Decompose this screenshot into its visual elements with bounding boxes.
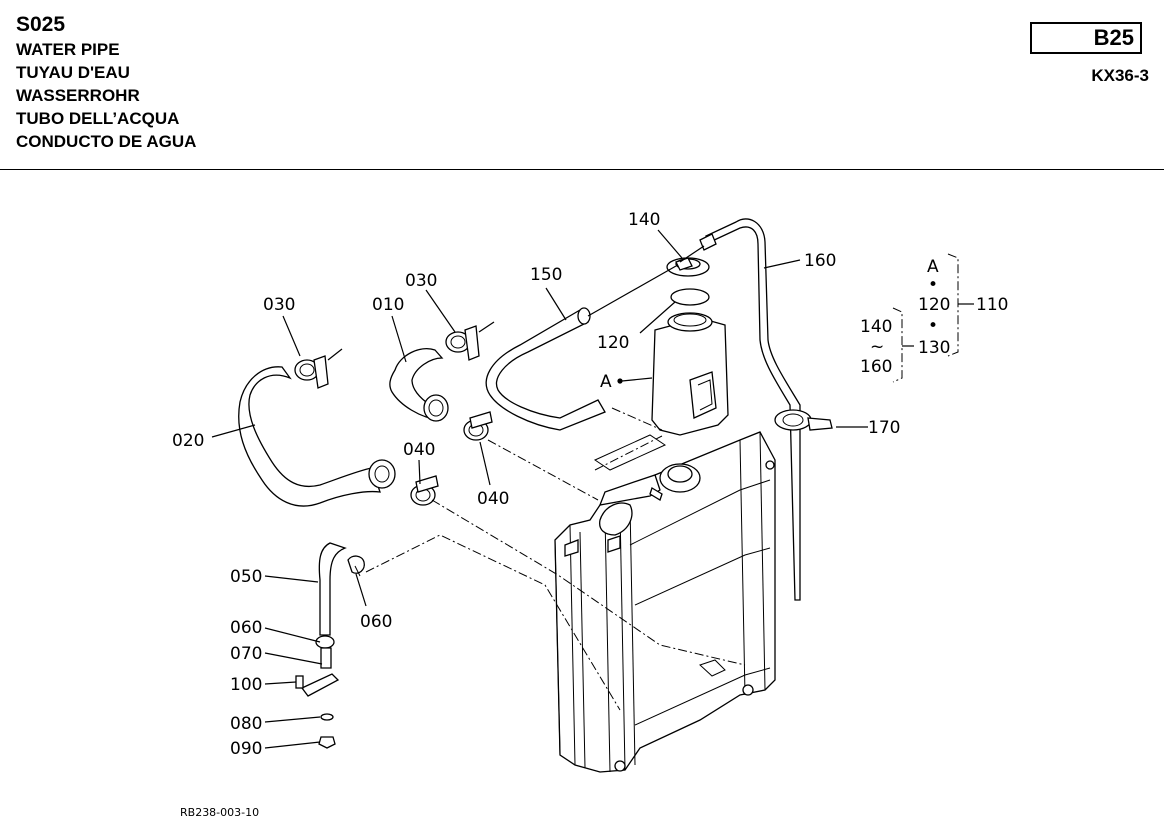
section-code: S025 (16, 13, 66, 36)
assembly-130: 130 (918, 338, 950, 358)
assembly-dot-2: • (928, 316, 938, 336)
fittings-060-100 (295, 635, 340, 749)
assembly-tilde: ~ (870, 337, 884, 357)
callout-ref-a: A (600, 372, 612, 392)
callout-090: 090 (230, 739, 262, 759)
callout-080: 080 (230, 714, 262, 734)
assembly-120: 120 (918, 295, 950, 315)
overflow-pipe-160 (679, 218, 801, 601)
assembly-bracket: A • 120 • 130 110 140 ~ 160 (860, 253, 1008, 383)
assembly-a: A (927, 257, 939, 277)
callout-030-right: 030 (405, 271, 437, 291)
callout-labels: 140 150 120 A 160 170 030 010 030 020 04… (172, 210, 900, 759)
title-block: S025 WATER PIPE TUYAU D'EAU WASSERROHR T… (16, 12, 196, 153)
radiator-drawing (554, 431, 776, 773)
title-it: TUBO DELL’ACQUA (16, 109, 180, 128)
clamp-040-lower (410, 475, 439, 506)
header-divider (0, 169, 1164, 170)
callout-040-lower: 040 (477, 489, 509, 509)
leader-lines (211, 229, 868, 749)
assembly-160: 160 (860, 357, 892, 377)
callout-100: 100 (230, 675, 262, 695)
callout-150: 150 (530, 265, 562, 285)
callout-060-left: 060 (230, 618, 262, 638)
model-label: KX36-3 (1091, 66, 1149, 85)
callout-160: 160 (804, 251, 836, 271)
callout-020: 020 (172, 431, 204, 451)
assembly-140: 140 (860, 317, 892, 337)
callout-140: 140 (628, 210, 660, 230)
callout-010: 010 (372, 295, 404, 315)
assembly-dot-1: • (928, 275, 938, 295)
assembly-110: 110 (976, 295, 1008, 315)
title-en: WATER PIPE (16, 40, 120, 59)
flow-lines (365, 407, 746, 711)
callout-030-left: 030 (263, 295, 295, 315)
callout-060-right: 060 (360, 612, 392, 632)
reservoir-tank (651, 257, 729, 436)
title-de: WASSERROHR (16, 86, 140, 105)
clamp-040-upper (463, 411, 493, 441)
callout-120: 120 (597, 333, 629, 353)
callout-050: 050 (230, 567, 262, 587)
hose-150 (485, 265, 677, 431)
ref-dot-a (617, 378, 623, 384)
callout-040-upper: 040 (403, 440, 435, 460)
pipe-050 (318, 542, 365, 636)
clip-170 (774, 409, 833, 431)
drawing-number: RB238-003-10 (180, 806, 259, 819)
hose-010 (389, 348, 449, 422)
callout-170: 170 (868, 418, 900, 438)
title-fr: TUYAU D'EAU (16, 63, 130, 82)
callout-070: 070 (230, 644, 262, 664)
page-badge: B25 (1030, 22, 1142, 54)
clamp-030-right (445, 321, 495, 361)
title-es: CONDUCTO DE AGUA (16, 132, 197, 151)
clamp-030-left (294, 348, 343, 389)
hose-020 (238, 366, 396, 507)
